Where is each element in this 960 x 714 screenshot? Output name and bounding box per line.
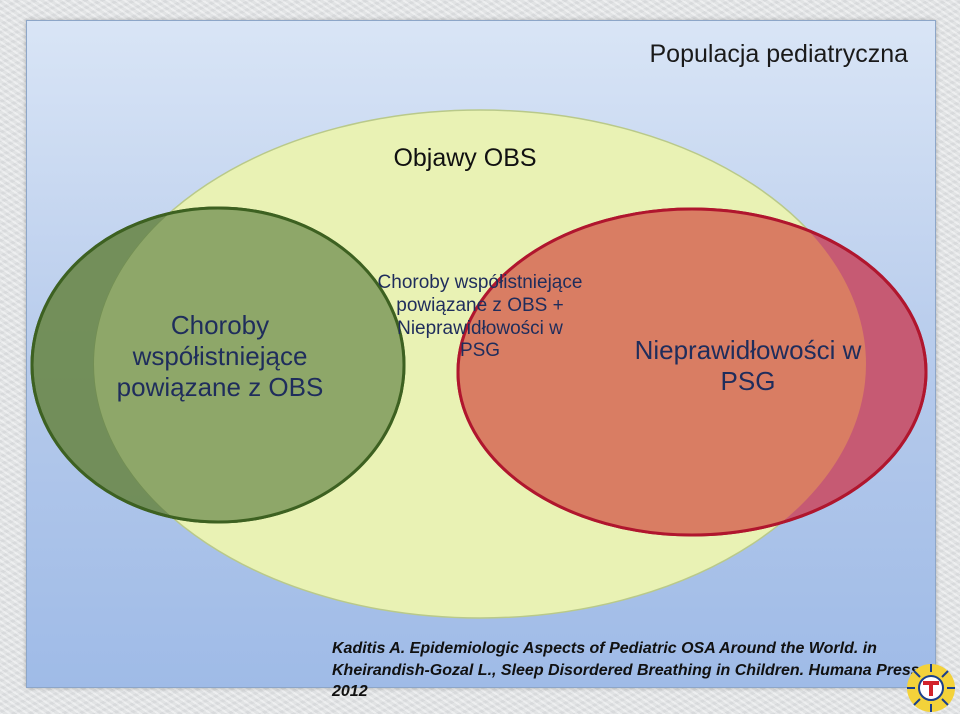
intersection-label: Choroby współistniejące powiązane z OBS …: [377, 272, 583, 362]
right-ellipse-inner: [458, 209, 866, 535]
right-label: Nieprawidłowości w PSG: [634, 335, 862, 397]
left-ellipse-inner: [94, 208, 404, 522]
outer-label: Objawy OBS: [393, 144, 537, 172]
citation-text: Kaditis A. Epidemiologic Aspects of Pedi…: [332, 640, 920, 701]
right-ellipse-outline: [456, 207, 928, 537]
slide-title: Populacja pediatryczna: [649, 40, 909, 68]
sun-emblem-icon: [907, 664, 955, 712]
left-label: Choroby współistniejące powiązane z OBS: [116, 310, 324, 403]
left-ellipse-outline: [30, 206, 406, 524]
